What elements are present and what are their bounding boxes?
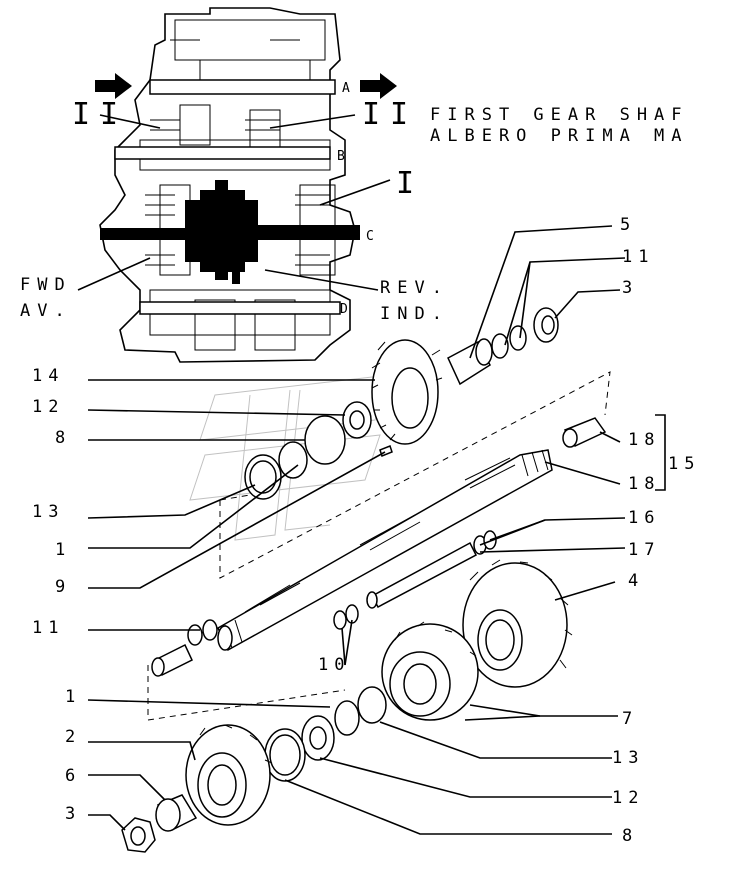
rev-label-it: IND. [380, 304, 449, 324]
callout-18-top: 18 [628, 430, 660, 450]
callout-12-bottom: 12 [612, 788, 644, 808]
gear-7 [381, 621, 479, 721]
title-english: FIRST GEAR SHAF [430, 105, 689, 125]
gear-5 [371, 339, 443, 445]
callout-10: 10 [318, 655, 350, 675]
main-shaft [217, 449, 553, 652]
callout-2: 2 [65, 727, 81, 747]
callout-13-bottom: 13 [612, 748, 644, 768]
shaft-letter-d: D [340, 302, 348, 317]
callout-6: 6 [65, 766, 81, 786]
shaft-letter-b: B [337, 149, 345, 164]
roman-label-right: II [362, 97, 418, 132]
shaft-letter-a: A [342, 81, 350, 96]
callout-11-top: 11 [622, 247, 654, 267]
roman-label-single: I [396, 166, 414, 201]
fwd-label: FWD [20, 275, 72, 295]
callout-11-left: 11 [32, 618, 64, 638]
title-italian: ALBERO PRIMA MA [430, 126, 689, 146]
callout-12-top: 12 [32, 397, 64, 417]
callout-5: 5 [620, 215, 636, 235]
callout-3-top: 3 [622, 278, 638, 298]
transmission-section-inset: A B C D II II I FWD AV. REV. IND. [20, 7, 449, 363]
exploded-assembly [121, 307, 611, 853]
roman-label-left: II [72, 97, 128, 132]
gear-2 [185, 724, 273, 826]
gear-4 [462, 559, 573, 688]
callout-8-bottom: 8 [622, 826, 638, 846]
shaft-letter-c: C [366, 229, 374, 244]
callout-18-mid: 18 [628, 474, 660, 494]
rev-label: REV. [380, 278, 449, 298]
fwd-label-it: AV. [20, 301, 72, 321]
callout-3-bottom: 3 [65, 804, 81, 824]
callout-1-bottom: 1 [65, 687, 81, 707]
callout-9: 9 [55, 577, 71, 597]
callout-8-top: 8 [55, 428, 71, 448]
callout-4: 4 [628, 571, 644, 591]
callout-17: 17 [628, 540, 660, 560]
callout-1-top: 1 [55, 540, 71, 560]
callout-numbers: 5 11 3 14 12 8 18 15 18 13 16 1 17 4 9 1… [32, 215, 700, 846]
callout-16: 16 [628, 508, 660, 528]
callout-14: 14 [32, 366, 64, 386]
callout-13-left: 13 [32, 502, 64, 522]
callout-7: 7 [622, 709, 638, 729]
callout-15: 15 [668, 454, 700, 474]
callout-leaders [87, 225, 666, 835]
